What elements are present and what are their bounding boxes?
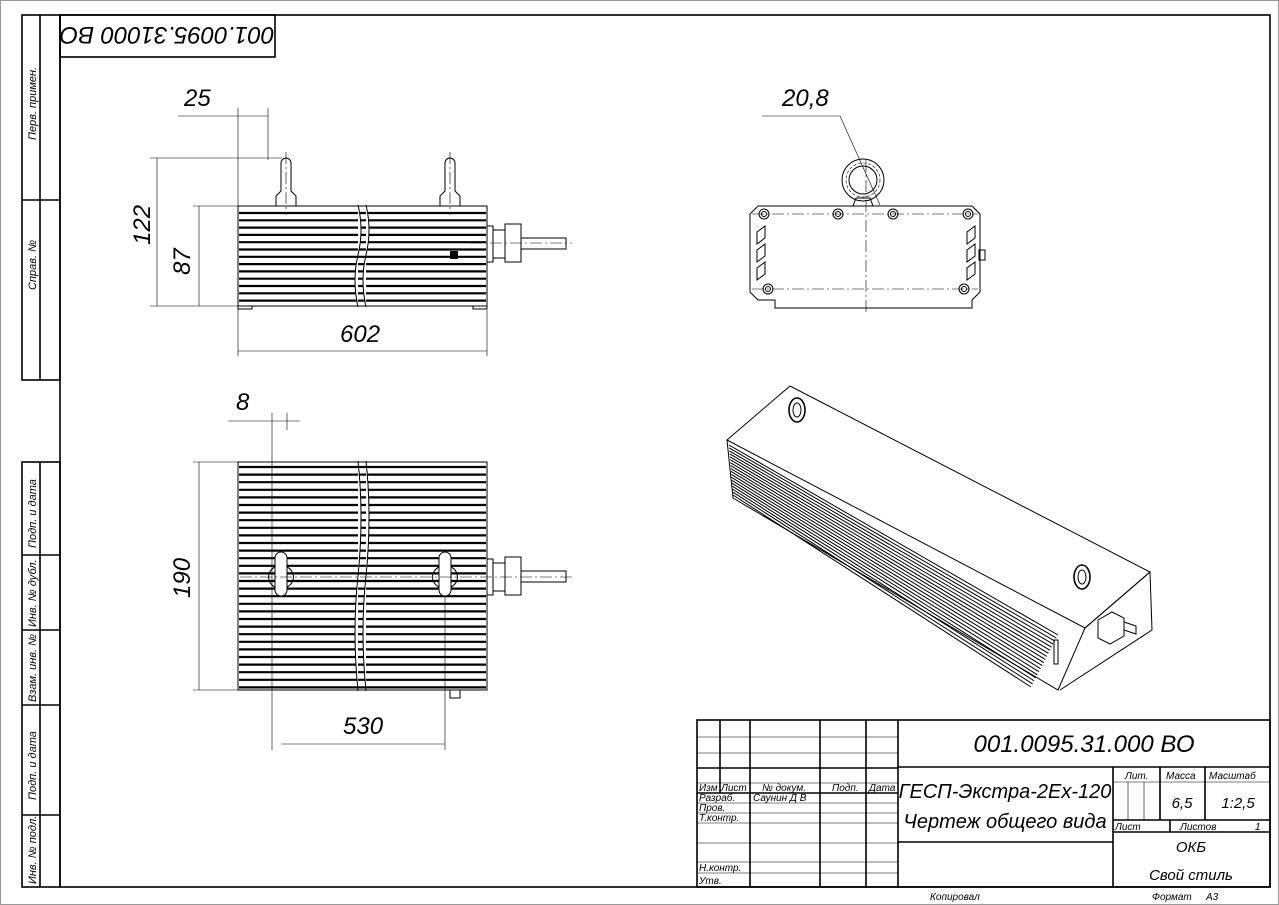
product-name: ГЕСП-Экстра-2Ex-120 (899, 781, 1112, 803)
dim-offset-25: 25 (183, 85, 211, 112)
mounting-hole (965, 211, 971, 217)
mass-label: Масса (1166, 771, 1196, 782)
strip-label: Справ. № (27, 240, 39, 290)
strip-label: Перв. примен. (27, 67, 39, 140)
rotated-designation-stamp: 001.0095.31000 BO (59, 14, 276, 58)
header-list: Лист (720, 783, 747, 794)
copied-label: Копировал (930, 892, 980, 903)
role-norm-control: Н.контр. (699, 863, 741, 874)
isometric-view (726, 385, 1153, 691)
scale-value: 1:2,5 (1221, 795, 1255, 812)
lit-label: Лит. (1124, 771, 1148, 782)
top-view: 8 190 530 (169, 389, 572, 750)
fin-line (730, 468, 1046, 660)
fin-line (731, 476, 1041, 670)
fin-line (730, 465, 1048, 657)
format-label: Формат (1152, 892, 1192, 903)
mass-value: 6,5 (1172, 795, 1194, 812)
dim-height-87: 87 (169, 247, 196, 275)
developer-name: Саунин Д В (753, 793, 807, 804)
strip-label: Взам. инв. № (27, 634, 39, 702)
strip-label: Инв. № дубл. (27, 559, 39, 627)
fin-line (732, 491, 1033, 685)
sheets-label: Листов (1179, 822, 1216, 833)
fin-line (729, 456, 1052, 648)
fin-line (732, 488, 1035, 682)
title-block: Изм Лист № докум. Подп. Дата Разраб. Сау… (696, 719, 1271, 888)
end-view: 20,8 (749, 85, 986, 315)
header-doc-no: № докум. (762, 783, 806, 794)
format-value: А3 (1205, 892, 1219, 903)
fin-line (728, 447, 1057, 639)
designation: 001.0095.31.000 ВО (974, 731, 1195, 758)
side-strip: Перв. примен. Справ. № Подп. и дата Инв.… (21, 14, 61, 888)
drawing-frame (59, 14, 1271, 888)
document-type: Чертеж общего вида (903, 811, 1106, 833)
fin-line (730, 471, 1044, 663)
fin-line (731, 473, 1043, 667)
fin-line (730, 462, 1049, 654)
header-date: Дата (868, 783, 896, 794)
org-line2: Свой стиль (1149, 867, 1233, 884)
fin-line (729, 459, 1051, 651)
dim-eye-diameter: 20,8 (781, 85, 829, 112)
strip-label: Подп. и дата (27, 479, 39, 548)
front-view: 25 122 87 602 (129, 85, 572, 356)
fin-line (732, 494, 1032, 688)
sheets-value: 1 (1255, 822, 1261, 833)
fin-line (731, 479, 1040, 673)
role-checked: Пров. (699, 803, 725, 814)
strip-label: Подп. и дата (27, 731, 39, 800)
fin-line (729, 450, 1056, 642)
dim-spacing-530: 530 (343, 713, 384, 740)
sheet-label: Лист (1114, 822, 1141, 833)
dim-offset-8: 8 (236, 389, 250, 416)
fin-line (732, 485, 1037, 679)
strip-label: Инв. № подл. (27, 816, 39, 884)
fin-line (729, 453, 1054, 645)
mounting-hole (765, 286, 771, 292)
dim-width-190: 190 (169, 557, 196, 598)
fin-line (731, 482, 1038, 676)
stamp-text: 001.0095.31000 BO (60, 21, 275, 48)
role-tech-control: Т.контр. (699, 813, 739, 824)
role-developed: Разраб. (699, 792, 735, 804)
header-sign: Подп. (832, 783, 859, 794)
org-line1: ОКБ (1176, 839, 1207, 856)
scale-label: Масштаб (1209, 770, 1256, 782)
header-izm: Изм (699, 783, 718, 794)
dim-length-602: 602 (340, 321, 380, 348)
fin-line (728, 444, 1059, 636)
dim-height-122: 122 (129, 205, 156, 245)
role-approved: Утв. (698, 876, 722, 887)
